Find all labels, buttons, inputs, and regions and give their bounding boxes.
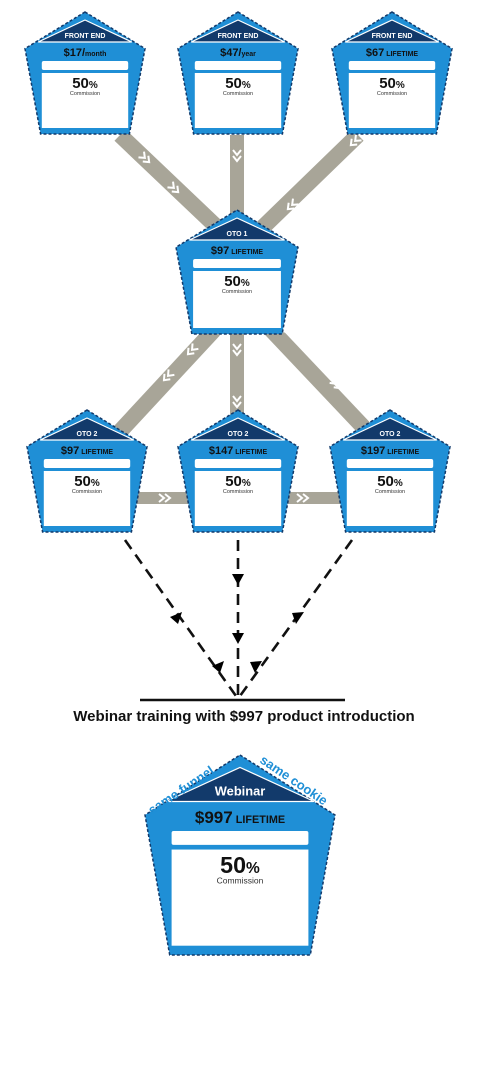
chevron-row-a	[158, 493, 172, 503]
node-redacted-field	[346, 459, 434, 468]
node-label: OTO 2	[228, 431, 249, 438]
chevron-oto1a-b	[162, 369, 175, 382]
node-commission-percent: 50%	[225, 473, 251, 490]
node-commission-percent: 50%	[377, 473, 403, 490]
arrowhead-right-2	[250, 661, 262, 673]
node-price: $47/year	[220, 47, 256, 59]
chevron-fe3-a	[349, 134, 362, 147]
node-commission-label: Commission	[223, 489, 253, 495]
node-commission-percent: 50%	[379, 75, 405, 92]
chevron-oto1a-a	[186, 343, 199, 356]
node-commission-box	[43, 471, 131, 526]
webinar-caption: Webinar training with $997 product intro…	[73, 708, 415, 725]
arrowhead-left-1	[170, 612, 182, 624]
node-commission-label: Commission	[375, 489, 405, 495]
node-commission-label: Commission	[72, 489, 102, 495]
node-commission-box	[348, 73, 436, 128]
chevron-row-b	[296, 493, 310, 503]
node-label: Webinar	[215, 783, 265, 798]
node-redacted-field	[43, 459, 131, 468]
node-header-triangle	[189, 217, 285, 241]
node-label: FRONT END	[218, 33, 259, 40]
node-commission-box	[171, 849, 309, 946]
connector-oto1-oto2a	[106, 324, 220, 446]
node-commission-percent: 50%	[74, 473, 100, 490]
node-oto2-c: OTO 2 $197 LIFETIME 50%Commission	[329, 409, 451, 533]
node-label: OTO 1	[227, 231, 248, 238]
node-redacted-field	[194, 61, 282, 70]
connector-oto1-oto2c	[256, 314, 374, 438]
node-redacted-field	[348, 61, 436, 70]
node-label: FRONT END	[372, 33, 413, 40]
node-front-end-2: FRONT END $47/year 50%Commission	[177, 11, 299, 135]
arrowhead-mid-1	[232, 574, 244, 585]
node-oto2-a: OTO 2 $97 LIFETIME 50%Commission	[26, 409, 148, 533]
node-commission-label: Commission	[377, 91, 407, 97]
node-redacted-field	[41, 61, 129, 70]
node-commission-percent: 50%	[220, 852, 260, 878]
chevron-oto1c-b	[329, 377, 342, 390]
node-commission-percent: 50%	[72, 75, 98, 92]
node-commission-label: Commission	[222, 289, 252, 295]
node-label: OTO 2	[380, 431, 401, 438]
arrowhead-mid-2	[232, 633, 244, 644]
chevron-fe1-b	[167, 181, 180, 194]
node-label: OTO 2	[77, 431, 98, 438]
node-header-triangle	[190, 19, 286, 43]
node-price: $67 LIFETIME	[366, 47, 419, 59]
chevron-fe1-a	[138, 151, 151, 164]
node-commission-box	[346, 471, 434, 526]
node-commission-box	[193, 271, 281, 328]
node-header-triangle	[344, 19, 440, 43]
node-price: $147 LIFETIME	[209, 445, 268, 457]
connector-chevrons	[138, 134, 362, 503]
node-commission-percent: 50%	[224, 273, 250, 290]
arrowhead-left-2	[212, 661, 224, 673]
node-price: $97 LIFETIME	[61, 445, 114, 457]
node-front-end-3: FRONT END $67 LIFETIME 50%Commission	[331, 11, 453, 135]
chevron-fe3-b	[286, 198, 299, 211]
node-redacted-field	[171, 830, 309, 845]
arrowhead-right-1	[292, 612, 304, 624]
chevron-oto1b-a	[232, 343, 242, 357]
node-front-end-1: FRONT END $17/month 50%Commission	[24, 11, 146, 135]
node-header-triangle	[39, 417, 135, 441]
node-price: $197 LIFETIME	[361, 445, 420, 457]
node-header-triangle	[165, 766, 315, 803]
node-commission-box	[194, 471, 282, 526]
node-header-triangle	[342, 417, 438, 441]
node-commission-label: Commission	[70, 91, 100, 97]
node-price: $997 LIFETIME	[195, 808, 285, 827]
dashed-arrow-left	[123, 539, 238, 697]
node-oto2-b: OTO 2 $147 LIFETIME 50%Commission	[177, 409, 299, 533]
node-price: $97 LIFETIME	[211, 245, 264, 257]
connector-fe1-oto1	[114, 129, 228, 238]
node-redacted-field	[194, 459, 282, 468]
node-label: FRONT END	[65, 33, 106, 40]
node-price: $17/month	[64, 47, 107, 59]
node-header-triangle	[37, 19, 133, 43]
chevron-oto1b-b	[232, 395, 242, 409]
node-commission-box	[41, 73, 129, 128]
node-commission-label: Commission	[217, 876, 264, 886]
connector-fe3-oto1	[252, 129, 364, 238]
node-redacted-field	[193, 259, 281, 268]
node-header-triangle	[190, 417, 286, 441]
node-commission-label: Commission	[223, 91, 253, 97]
node-commission-percent: 50%	[225, 75, 251, 92]
chevron-fe2-a	[232, 149, 242, 163]
node-webinar: Webinar $997 LIFETIME 50%Commission	[144, 754, 336, 956]
node-commission-box	[194, 73, 282, 128]
dashed-arrows	[123, 539, 354, 697]
node-oto1: OTO 1 $97 LIFETIME 50%Commission	[175, 209, 299, 335]
